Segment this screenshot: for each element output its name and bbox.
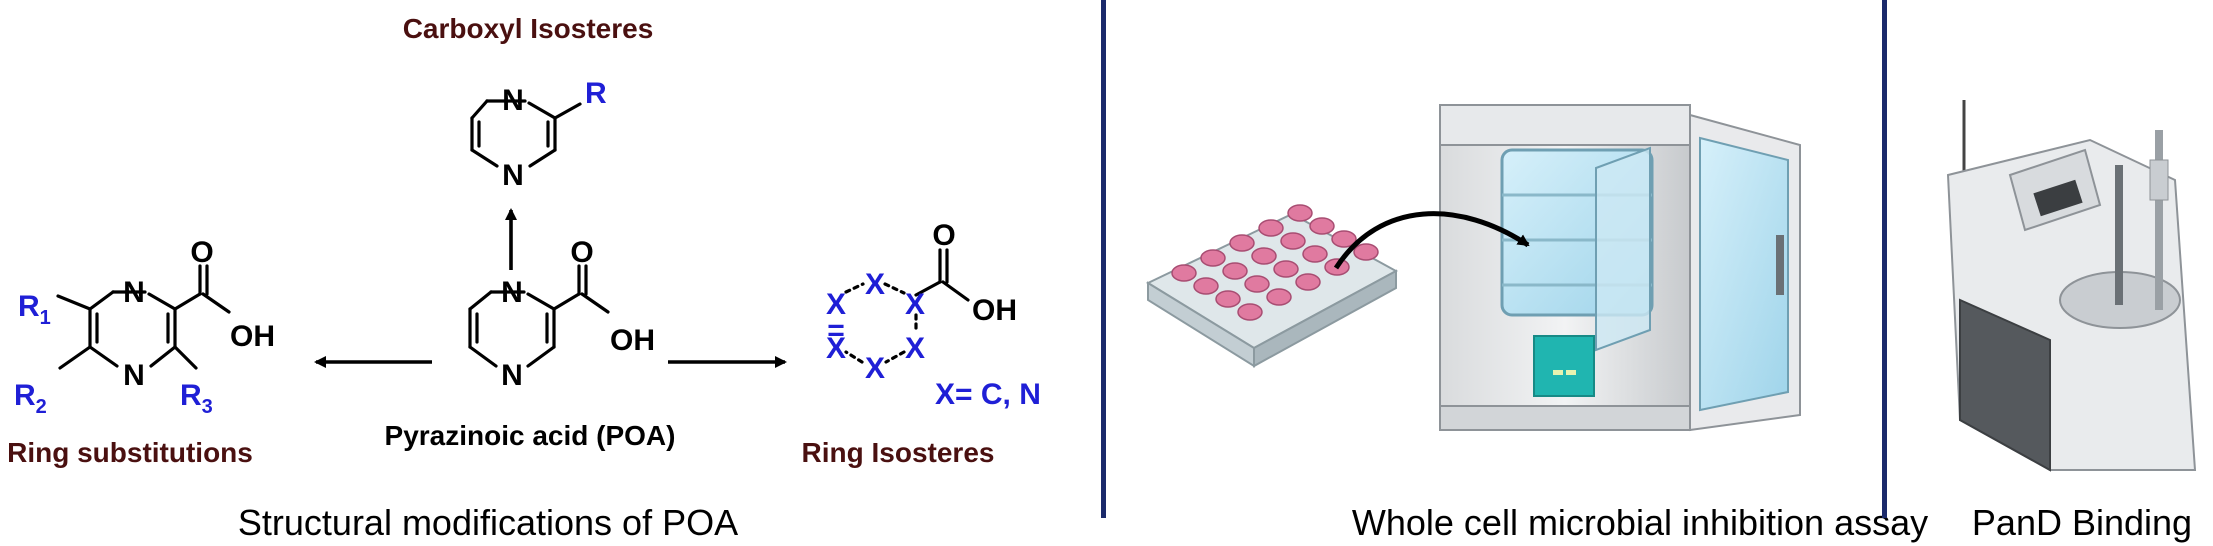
caption-whole-cell-assay: Whole cell microbial inhibition assay xyxy=(1352,502,1928,543)
transfer-arrow xyxy=(1333,211,1530,270)
atom-x: X xyxy=(826,332,846,365)
plate-well xyxy=(1353,243,1379,261)
atom-n: N xyxy=(501,359,523,392)
carboxyl-isosteres-title: Carboxyl Isosteres xyxy=(403,13,654,44)
plate-well xyxy=(1222,262,1248,280)
top-pyrazine-structure: N N R xyxy=(470,77,607,192)
atom-x: X xyxy=(826,288,846,321)
ring-isostere-structure: X X X X X X = O OH xyxy=(826,219,1017,385)
atom-o: O xyxy=(570,236,593,269)
control-panel xyxy=(1533,335,1595,397)
panel-divider xyxy=(1882,0,1887,518)
atom-o: O xyxy=(190,236,213,269)
plate-well xyxy=(1193,277,1219,295)
plate-well xyxy=(1215,290,1241,308)
atom-x: X xyxy=(865,352,885,385)
plate-well xyxy=(1287,204,1313,222)
atom-oh: OH xyxy=(610,324,655,357)
plate-well xyxy=(1258,219,1284,237)
x-definition: X= C, N xyxy=(935,378,1041,411)
plate-well xyxy=(1302,245,1328,263)
plate-well xyxy=(1237,303,1263,321)
atom-oh: OH xyxy=(230,320,275,353)
atom-n: N xyxy=(502,159,524,192)
substituent-r3: R3 xyxy=(180,379,213,418)
atom-x: X xyxy=(905,332,925,365)
atom-x: X xyxy=(865,268,885,301)
assay-panel: Whole cell microbial inhibition assay xyxy=(1145,104,1928,543)
ring-isosteres-title: Ring Isosteres xyxy=(802,437,995,468)
binding-panel: PanD Binding xyxy=(1946,100,2197,543)
plate-well xyxy=(1280,232,1306,250)
atom-n: N xyxy=(123,276,145,309)
substituent-r2: R2 xyxy=(14,379,47,418)
plate-well xyxy=(1295,273,1321,291)
atom-x: X xyxy=(905,288,925,321)
plate-well xyxy=(1331,230,1357,248)
plate-well xyxy=(1273,260,1299,278)
plate-well xyxy=(1251,247,1277,265)
chemistry-panel: Carboxyl Isosteres N N R xyxy=(7,13,1041,543)
atom-n: N xyxy=(502,84,524,117)
poa-structure: N N O OH xyxy=(468,236,655,392)
plate-well xyxy=(1309,217,1335,235)
binding-instrument-illustration xyxy=(1946,100,2197,472)
plate-well xyxy=(1266,288,1292,306)
atom-n: N xyxy=(501,276,523,309)
well-plate-illustration xyxy=(1145,204,1399,368)
atom-n: N xyxy=(123,359,145,392)
incubator-illustration xyxy=(1439,104,1801,432)
plate-well xyxy=(1244,275,1270,293)
plate-well xyxy=(1200,249,1226,267)
caption-structural-modifications: Structural modifications of POA xyxy=(238,502,738,543)
substituent-r1: R1 xyxy=(18,290,51,329)
ring-substitutions-title: Ring substitutions xyxy=(7,437,253,468)
plate-well xyxy=(1171,264,1197,282)
ring-substitution-structure: N N O OH R1 R2 R3 xyxy=(14,236,275,418)
atom-r: R xyxy=(585,77,607,110)
plate-well xyxy=(1229,234,1255,252)
caption-pand-binding: PanD Binding xyxy=(1972,502,2192,543)
panel-divider xyxy=(1101,0,1106,518)
poa-label: Pyrazinoic acid (POA) xyxy=(385,420,676,451)
atom-o: O xyxy=(932,219,955,252)
atom-oh: OH xyxy=(972,294,1017,327)
bond-equals: = xyxy=(827,314,845,347)
